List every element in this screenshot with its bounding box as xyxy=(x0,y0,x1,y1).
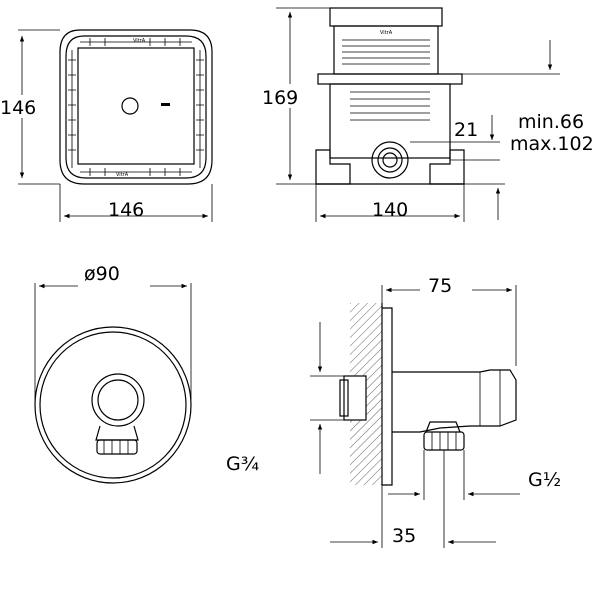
dim-box-height: 146 xyxy=(0,97,36,119)
dim-depth-max: max.102 xyxy=(510,133,594,155)
dim-body-width: 140 xyxy=(372,199,408,221)
plate-outer xyxy=(34,326,192,484)
dim-box-width: 146 xyxy=(108,199,144,221)
mounting-box-side-view: VitrA 169 140 min.66 max.102 xyxy=(262,7,594,222)
inlet-connector xyxy=(343,375,367,421)
dim-outlet-offset: 21 xyxy=(454,119,478,141)
dim-thread-outlet: G½ xyxy=(528,469,561,491)
holder-ring xyxy=(91,373,145,427)
brand-label-body: VitrA xyxy=(380,30,393,36)
slot-mark xyxy=(161,103,170,106)
outlet-ring xyxy=(371,141,409,179)
brand-label-bottom: VitrA xyxy=(116,172,129,178)
dim-holder-depth: 75 xyxy=(428,275,452,297)
inlet-hole xyxy=(121,97,139,115)
dim-outlet-spacing: 35 xyxy=(392,525,416,547)
dim-plate-diameter: ø90 xyxy=(84,263,120,285)
box-ribs xyxy=(68,38,204,176)
outlet-connector xyxy=(423,431,465,451)
mounting-box-front-view: VitrA VitrA 146 146 xyxy=(0,29,213,222)
dim-body-height: 169 xyxy=(262,87,298,109)
brand-label-top: VitrA xyxy=(133,38,146,44)
holder-side-view: 75 G¾ G½ 35 xyxy=(226,275,561,548)
dim-depth-min: min.66 xyxy=(518,111,584,133)
dim-thread-inlet: G¾ xyxy=(226,453,259,475)
wall-plate-front-view: ø90 xyxy=(34,263,192,484)
